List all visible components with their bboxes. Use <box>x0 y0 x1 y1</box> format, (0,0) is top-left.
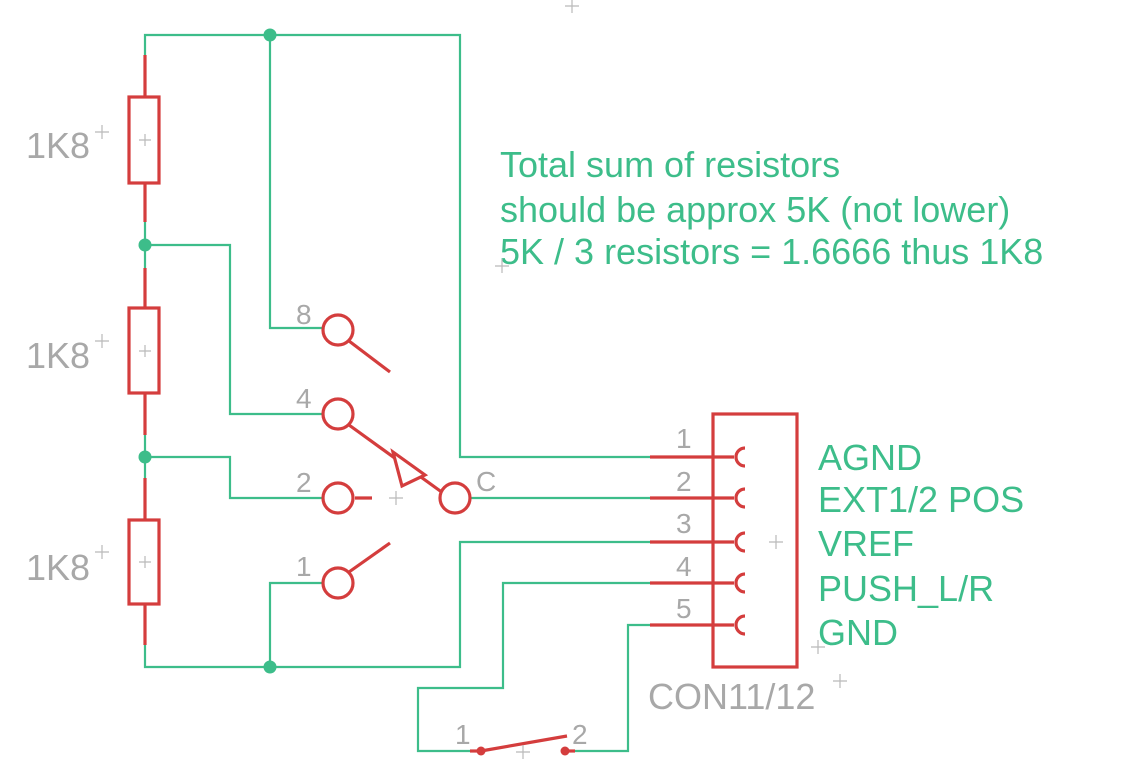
resistor-r1[interactable]: 1K8 <box>26 55 161 222</box>
origin-cross <box>95 125 109 139</box>
connector-pin-5: 5 GND <box>650 593 898 653</box>
connector-pin-2: 2 EXT1/2 POS <box>650 466 1024 520</box>
switch-wiper-arrow <box>390 448 429 489</box>
pin-number-label: 3 <box>676 508 692 539</box>
pushbutton[interactable]: 1 2 <box>455 719 588 759</box>
connector-pin-3: 3 VREF <box>650 508 914 564</box>
resistor-r3[interactable]: 1K8 <box>26 478 161 645</box>
origin-cross <box>95 334 109 348</box>
resistor-r2[interactable]: 1K8 <box>26 268 161 435</box>
junction-dot <box>138 450 152 464</box>
note-line: should be approx 5K (not lower) <box>500 189 1010 230</box>
pin-signal-label: GND <box>818 612 898 653</box>
pushbutton-lever <box>480 734 568 753</box>
pin-number-label: 1 <box>676 423 692 454</box>
note-line: Total sum of resistors <box>500 144 840 185</box>
switch-position-label: 1 <box>296 551 312 582</box>
origin-cross <box>139 134 151 146</box>
origin-cross <box>95 545 109 559</box>
origin-cross <box>389 491 403 505</box>
pin-number-label: 4 <box>676 551 692 582</box>
wire-to-switch-1 <box>268 581 324 669</box>
junction-dot <box>138 238 152 252</box>
wires <box>143 33 652 753</box>
pin-signal-label: VREF <box>818 523 914 564</box>
origin-cross <box>516 745 530 759</box>
design-note: Total sum of resistors should be approx … <box>495 0 1043 273</box>
connector-name-label: CON11/12 <box>648 676 815 717</box>
pin-signal-label: PUSH_L/R <box>818 568 994 609</box>
switch-contact-1 <box>321 566 355 600</box>
resistor-body <box>127 518 161 606</box>
pin-socket <box>734 531 746 553</box>
wire-to-switch-2 <box>143 455 324 500</box>
resistor-value-label: 1K8 <box>26 335 90 376</box>
pushbutton-pin-label: 2 <box>572 719 588 750</box>
pin-signal-label: AGND <box>818 437 922 478</box>
switch-contact-8 <box>321 313 355 347</box>
wire-to-switch-8 <box>268 33 324 330</box>
origin-cross <box>495 259 509 273</box>
pin-socket <box>734 572 746 594</box>
connector-pin-1: 1 AGND <box>650 423 922 478</box>
origin-cross <box>139 345 151 357</box>
wire-to-switch-4 <box>143 243 324 416</box>
connector-pin-4: 4 PUSH_L/R <box>650 551 994 609</box>
wire-pin5-button <box>573 623 652 753</box>
switch-contact-arm <box>348 339 391 374</box>
pin-signal-label: EXT1/2 POS <box>818 479 1024 520</box>
pin-socket <box>734 487 746 509</box>
pin-socket <box>734 446 746 468</box>
note-line: 5K / 3 resistors = 1.6666 thus 1K8 <box>500 231 1043 272</box>
origin-cross <box>565 0 579 13</box>
switch-position-label: 4 <box>296 383 312 414</box>
switch-common-contact <box>438 481 472 515</box>
origin-cross <box>139 556 151 568</box>
wire-pin4-button <box>416 581 652 753</box>
resistor-body <box>127 95 161 185</box>
switch-contact-2 <box>321 481 355 515</box>
pushbutton-pin-label: 1 <box>455 719 471 750</box>
resistor-body <box>127 306 161 395</box>
origin-cross <box>833 674 847 688</box>
rotary-switch[interactable]: 8 4 2 1 C <box>296 299 496 600</box>
switch-common-label: C <box>476 466 496 497</box>
resistor-value-label: 1K8 <box>26 125 90 166</box>
origin-cross <box>811 640 825 654</box>
connector-con11-12[interactable]: 1 AGND 2 EXT1/2 POS 3 VREF 4 PUSH_L/R 5 … <box>648 412 1024 717</box>
junction-dot <box>263 28 277 42</box>
switch-contact-arm <box>348 541 391 574</box>
resistor-value-label: 1K8 <box>26 547 90 588</box>
wire-bottom-rail <box>143 540 652 669</box>
pin-number-label: 5 <box>676 593 692 624</box>
switch-position-label: 2 <box>296 467 312 498</box>
pin-socket <box>734 614 746 636</box>
junction-dot <box>263 660 277 674</box>
pin-number-label: 2 <box>676 466 692 497</box>
switch-position-label: 8 <box>296 299 312 330</box>
origin-cross <box>769 535 783 549</box>
switch-contact-4 <box>321 397 355 431</box>
junctions <box>138 28 277 674</box>
